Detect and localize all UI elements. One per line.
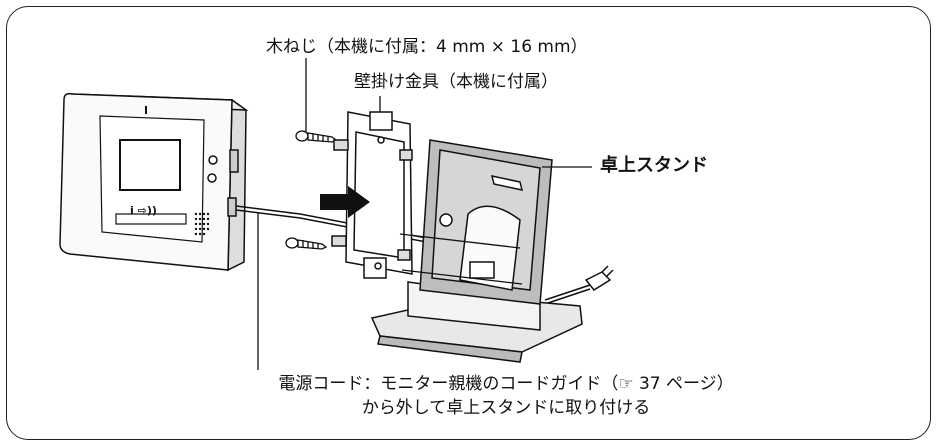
panel-marks: i ⇨)) [130, 204, 157, 217]
wood-screw-label: 木ねじ（本機に付属：4 mm × 16 mm） [266, 37, 588, 57]
wood-screw-top-icon [295, 130, 338, 143]
power-cord-label-line2: から外して卓上スタンドに取り付ける [361, 398, 651, 418]
monitor-unit [59, 92, 249, 272]
wall-bracket [331, 111, 413, 279]
desk-stand-label: 卓上スタンド [600, 155, 708, 176]
plug-icon [584, 265, 614, 291]
power-cord-label-line1: 電源コード：モニター親機のコードガイド（☞ 37 ページ） [278, 374, 734, 394]
desk-stand [370, 139, 583, 363]
leader-lines [257, 58, 592, 370]
wall-bracket-label: 壁掛け金具（本機に付属） [354, 72, 558, 92]
wood-screw-bottom-icon [285, 237, 328, 250]
insert-arrow-icon [320, 186, 370, 218]
